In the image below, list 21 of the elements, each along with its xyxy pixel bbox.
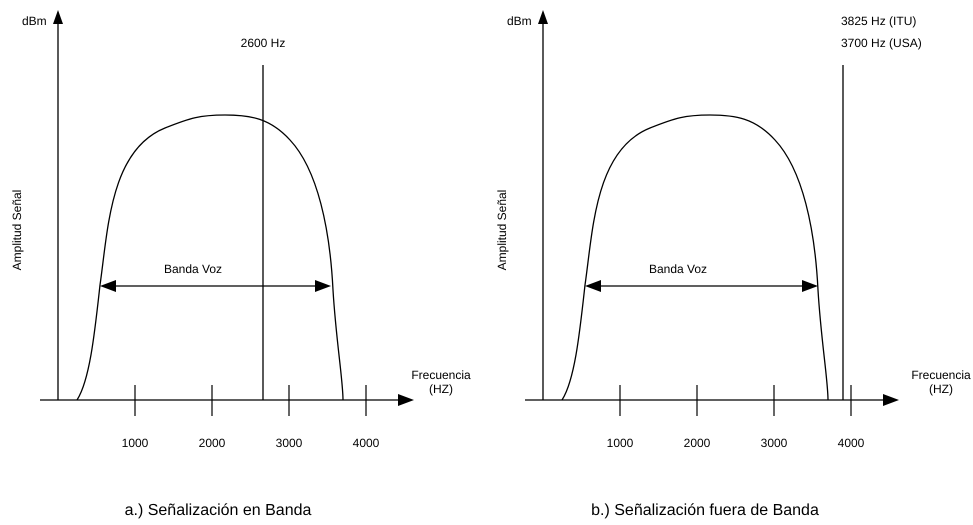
frequency-label: 2600 Hz (240, 36, 286, 50)
tick-label: 2000 (684, 436, 710, 450)
tick-label: 1000 (122, 436, 148, 450)
frequency-label: 3700 Hz (USA) (841, 36, 922, 50)
band-label: Banda Voz (648, 262, 708, 276)
tick-label: 3000 (276, 436, 302, 450)
axis-label: Frecuencia (HZ) (410, 368, 472, 396)
figure-caption: a.) Señalización en Banda (124, 502, 312, 520)
tick-label: 4000 (838, 436, 864, 450)
axis-label: dBm (22, 14, 47, 28)
axis-label: Amplitud Señal (10, 190, 24, 270)
axis-label: dBm (507, 14, 532, 28)
tick-label: 4000 (352, 436, 380, 450)
tick-label: 1000 (606, 436, 634, 450)
axis-label: Amplitud Señal (495, 190, 509, 270)
axis-label: Frecuencia (HZ) (910, 368, 972, 396)
band-label: Banda Voz (164, 262, 222, 276)
figure-caption: b.) Señalización fuera de Banda (591, 502, 819, 520)
tick-label: 3000 (760, 436, 788, 450)
tick-label: 2000 (198, 436, 226, 450)
frequency-label: 3825 Hz (ITU) (841, 14, 916, 28)
